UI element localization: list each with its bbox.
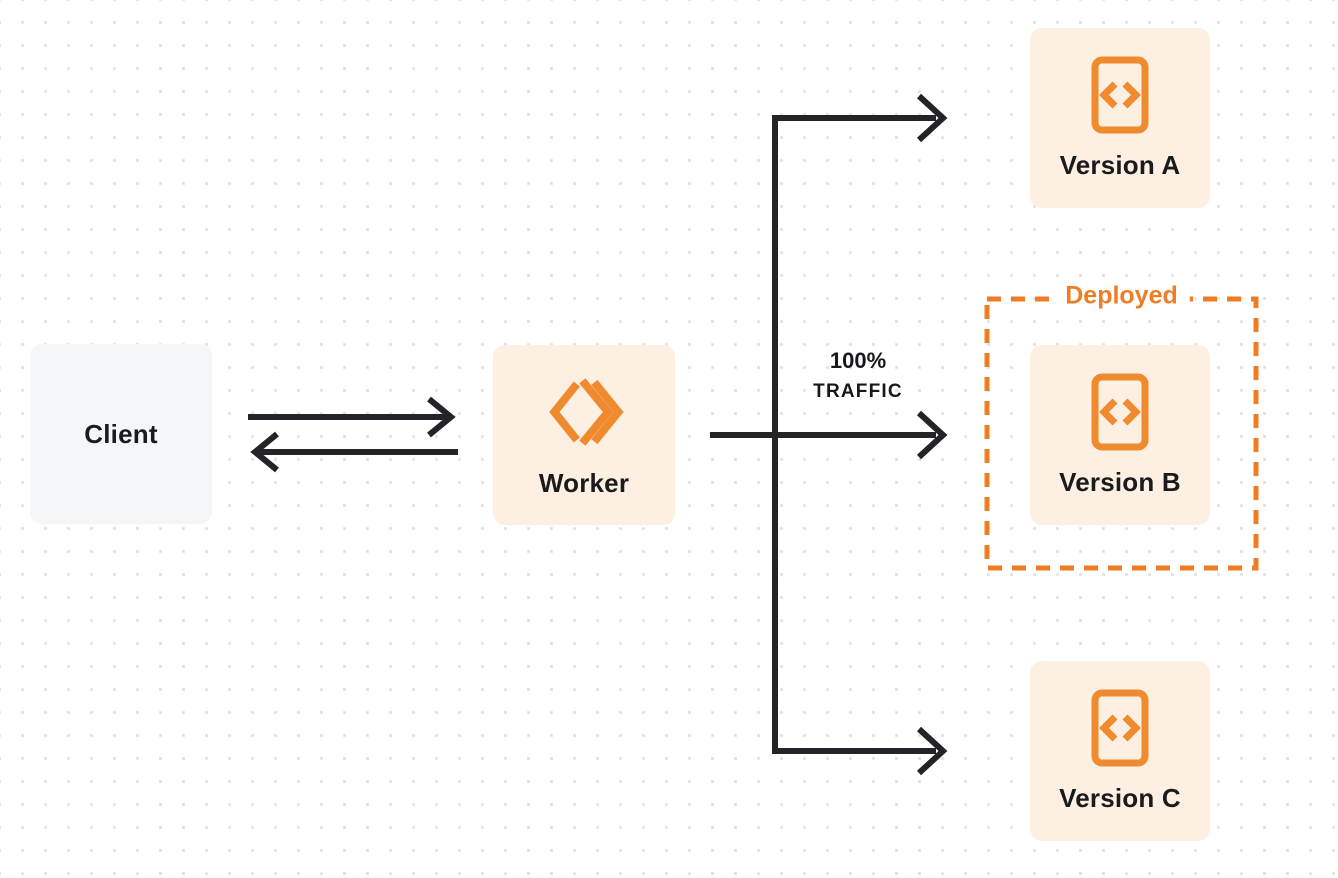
arrow-worker-to-version-b bbox=[710, 410, 948, 460]
code-file-icon bbox=[1090, 689, 1150, 767]
deployed-dashed-border bbox=[984, 296, 1259, 571]
deployed-label: Deployed bbox=[1053, 281, 1190, 311]
version-a-label: Version A bbox=[1059, 149, 1181, 180]
traffic-word-text: TRAFFIC bbox=[813, 381, 903, 402]
version-c-node: Version C bbox=[1030, 661, 1210, 841]
arrow-worker-to-version-c bbox=[772, 726, 948, 776]
code-file-icon bbox=[1090, 373, 1150, 451]
cloudflare-workers-logo-icon bbox=[544, 372, 624, 452]
version-b-label: Version B bbox=[1059, 466, 1181, 497]
deployed-frame: Deployed bbox=[984, 281, 1259, 571]
traffic-percentage-text: 100% bbox=[829, 348, 887, 373]
version-b-node: Version B bbox=[1030, 345, 1210, 525]
client-label: Client bbox=[84, 418, 158, 449]
code-file-icon bbox=[1090, 56, 1150, 134]
worker-label: Worker bbox=[538, 467, 630, 498]
version-c-label: Version C bbox=[1059, 782, 1181, 813]
traffic-annotation: 100% TRAFFIC bbox=[778, 348, 938, 402]
version-a-node: Version A bbox=[1030, 28, 1210, 208]
arrow-worker-to-version-a bbox=[772, 93, 948, 143]
arrow-client-to-worker bbox=[248, 396, 456, 438]
client-node: Client bbox=[30, 344, 212, 524]
arrow-worker-to-client bbox=[250, 431, 458, 473]
worker-node: Worker bbox=[493, 345, 675, 525]
